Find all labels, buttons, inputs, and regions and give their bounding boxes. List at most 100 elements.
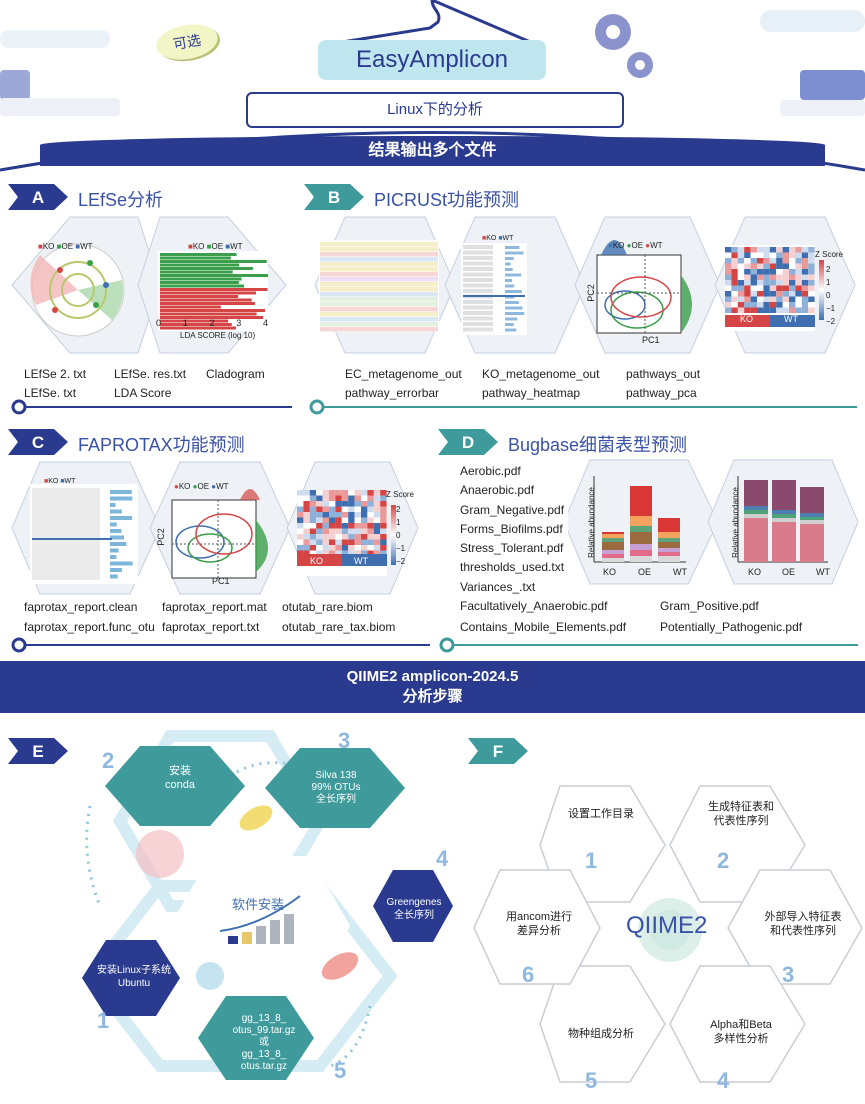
- heat-cell: [801, 280, 809, 286]
- heat-cell: [322, 545, 329, 551]
- file-item: Gram_Negative.pdf: [460, 503, 565, 517]
- file-item: pathway_errorbar: [345, 386, 440, 400]
- line: 99% OTUs: [311, 782, 361, 793]
- heat-cell: [329, 528, 336, 534]
- heat-cell: [731, 274, 738, 280]
- tick: 0: [826, 291, 831, 300]
- heat-cell: [782, 291, 789, 297]
- heat-cell: [737, 247, 745, 253]
- legend-ko: KO: [612, 241, 625, 250]
- table-row: [320, 272, 438, 277]
- section-a-tag: [8, 184, 68, 210]
- zscore-label: Z Score: [815, 250, 844, 259]
- pca-legend: ●KO ●OE ●WT: [174, 482, 229, 491]
- heat-cell: [367, 550, 374, 556]
- heat-cell: [380, 490, 387, 496]
- line: 安装: [169, 765, 191, 777]
- heat-cell: [335, 490, 342, 496]
- heat-cell: [341, 550, 349, 556]
- section-c-tag: [8, 429, 68, 455]
- heat-cell: [329, 506, 336, 512]
- heat-cell: [341, 506, 349, 512]
- heat-cell: [769, 285, 777, 291]
- qiime-step-5: 物种组成分析: [546, 1027, 656, 1041]
- tick: WT: [816, 567, 830, 577]
- heat-cell: [303, 495, 310, 501]
- pca-plot: [171, 489, 268, 579]
- heat-cell: [309, 495, 317, 501]
- heat-cell: [297, 506, 304, 512]
- install-center-label: 软件安装: [232, 897, 285, 912]
- file-item: Stress_Tolerant.pdf: [460, 541, 564, 555]
- heat-cell: [341, 512, 349, 518]
- step-node: [539, 965, 666, 1083]
- heat-cell: [373, 528, 381, 534]
- heat-cell: [361, 501, 368, 507]
- stack-segment: [630, 486, 652, 516]
- heat-cell: [367, 517, 374, 523]
- errorbar-mark: [505, 273, 522, 277]
- heat-cell: [750, 280, 757, 286]
- stack-segment: [630, 516, 652, 526]
- lda-axis-label: LDA SCORE (log 10): [180, 331, 256, 340]
- heat-cell: [795, 302, 802, 308]
- heat-cell: [354, 506, 361, 512]
- heat-cell: [725, 302, 732, 308]
- heat-cell: [335, 528, 342, 534]
- table-row: [320, 327, 438, 332]
- heat-cell: [354, 490, 361, 496]
- heat-cell: [750, 302, 757, 308]
- heat-cell: [795, 258, 802, 264]
- heat-cell: [335, 517, 342, 523]
- cladogram-chart: [30, 243, 125, 337]
- heat-cell: [316, 512, 323, 518]
- step-number: 6: [522, 962, 535, 987]
- heat-cell: [335, 539, 342, 545]
- heat-cell: [354, 512, 361, 518]
- stack-segment: [772, 522, 796, 562]
- heat-cell: [782, 269, 789, 275]
- section-d-tag: [438, 429, 498, 455]
- heat-cell: [335, 545, 342, 551]
- file-item: faprotax_report.txt: [162, 620, 260, 634]
- lda-score-chart: [158, 251, 269, 331]
- heat-cell: [737, 269, 745, 275]
- heat-cell: [750, 252, 757, 258]
- heat-cell: [341, 534, 349, 540]
- zscore-ticks: 2 1 0 −1 −2: [826, 263, 835, 328]
- heat-cell: [367, 545, 374, 551]
- heat-cell: [737, 263, 745, 269]
- heat-cell: [354, 501, 361, 507]
- stack-segment: [800, 524, 824, 562]
- stack-segment: [602, 542, 624, 550]
- line: 安装Linux子系统: [97, 965, 171, 976]
- heat-cell: [335, 501, 342, 507]
- tick: 1: [182, 318, 188, 328]
- lda-bar: [160, 316, 264, 319]
- heat-cell: [329, 534, 336, 540]
- errorbar-mark: [110, 561, 133, 566]
- line: 全长序列: [316, 794, 356, 805]
- heat-cell: [737, 296, 745, 302]
- errorbar-mark: [110, 535, 125, 540]
- heat-cell: [367, 501, 374, 507]
- heat-cell: [341, 517, 349, 523]
- heat-cell: [801, 302, 809, 308]
- heat-cell: [782, 302, 789, 308]
- qiime-workflow-diagram: [473, 785, 863, 1083]
- bugbase-ylabel: Relative abundance: [586, 487, 596, 558]
- row-bg: [463, 267, 493, 271]
- section-f-tag: [468, 738, 528, 764]
- heat-cell: [309, 539, 317, 545]
- stack-segment: [800, 520, 824, 524]
- heat-cell: [329, 501, 336, 507]
- stack-segment: [658, 556, 680, 562]
- heat-cell: [782, 280, 789, 286]
- heat-cell: [750, 296, 757, 302]
- section-a-title: LEfSe分析: [78, 190, 164, 210]
- heat-cell: [316, 528, 323, 534]
- heat-cell: [769, 302, 777, 308]
- line: 代表性序列: [713, 815, 769, 827]
- heat-cell: [373, 523, 381, 529]
- table-row: [320, 287, 438, 292]
